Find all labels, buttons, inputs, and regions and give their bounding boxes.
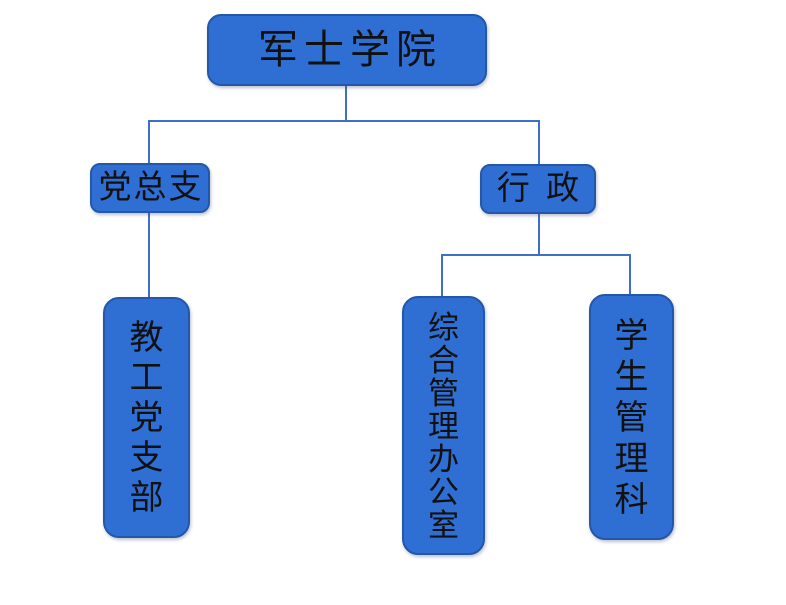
connector-drop-student [629, 254, 631, 294]
connector-drop-party [148, 120, 150, 163]
node-administration-label: 行 政 [496, 170, 584, 207]
connector-level3-crossbar [441, 254, 631, 256]
connector-party-to-faculty [148, 212, 150, 297]
node-student-management-section-label: 学生管理科 [614, 317, 649, 519]
connector-drop-office [441, 254, 443, 296]
connector-drop-administration [538, 120, 540, 166]
node-general-management-office: 综合管理办公室 [402, 296, 485, 555]
connector-level2-crossbar [149, 120, 540, 122]
node-faculty-party-branch: 教工党支部 [103, 297, 190, 538]
node-academy-label: 军士学院 [258, 27, 442, 72]
node-administration: 行 政 [480, 164, 596, 214]
node-faculty-party-branch-label: 教工党支部 [129, 319, 164, 517]
connector-administration-stem [538, 213, 540, 255]
connector-academy-stem [345, 86, 347, 122]
node-party-general-branch: 党总支 [90, 163, 210, 213]
node-student-management-section: 学生管理科 [589, 294, 674, 540]
node-general-management-office-label: 综合管理办公室 [427, 310, 459, 543]
node-academy: 军士学院 [207, 14, 487, 86]
node-party-general-branch-label: 党总支 [98, 169, 204, 206]
